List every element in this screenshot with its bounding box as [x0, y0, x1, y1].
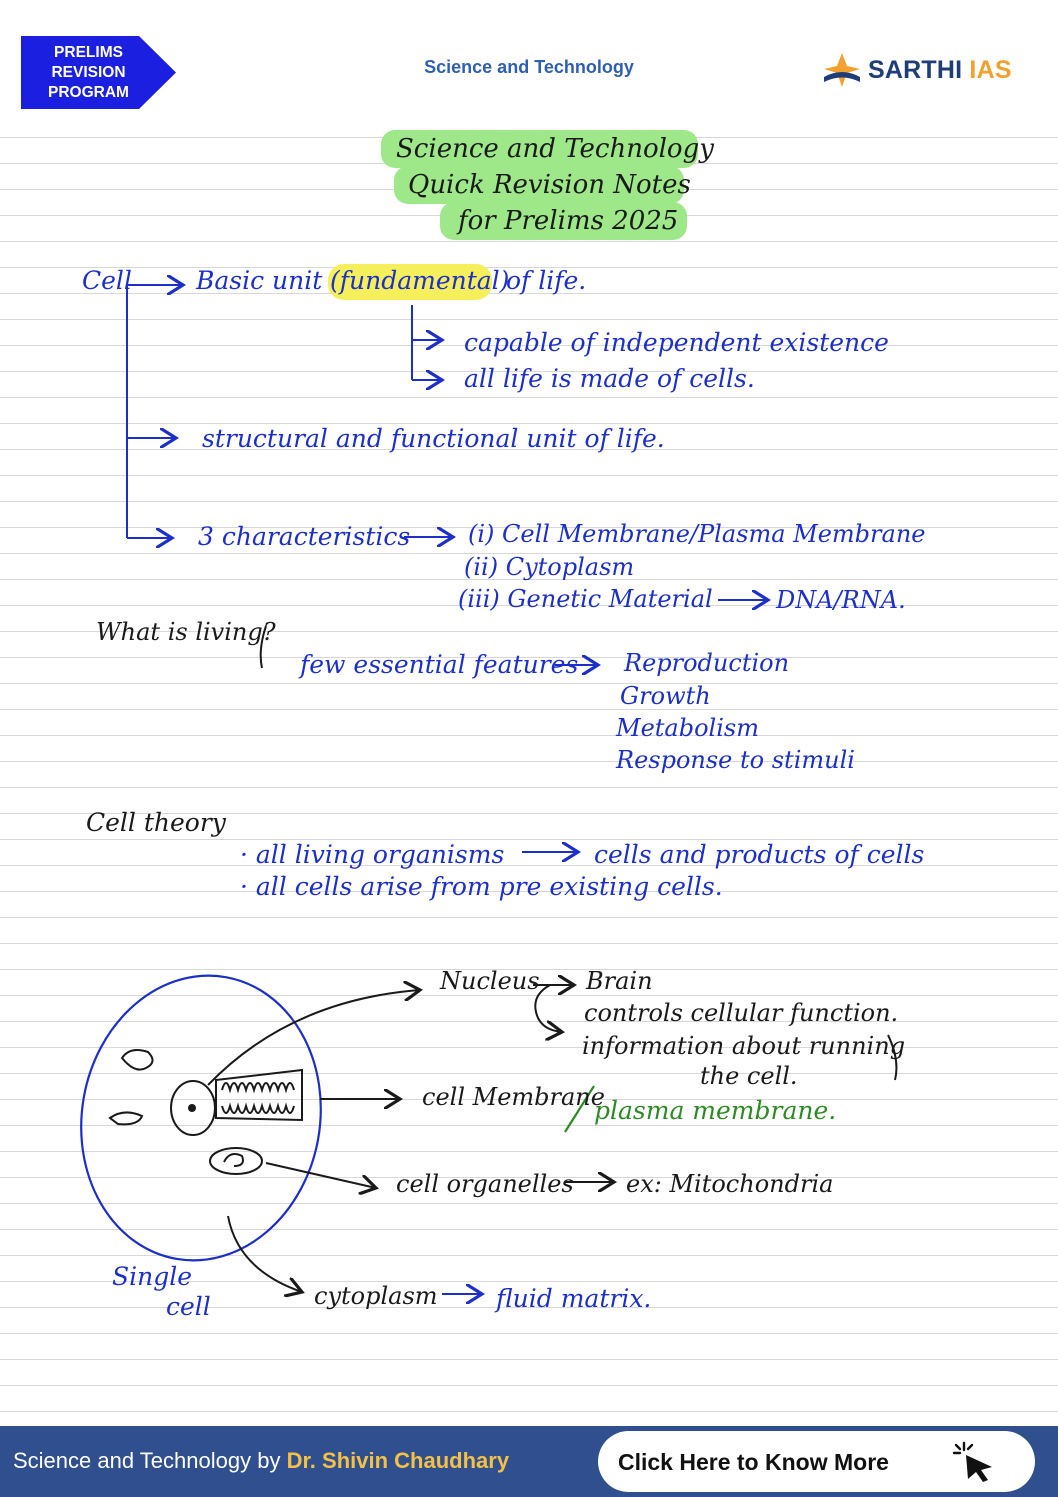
heading-highlight-1	[381, 130, 698, 168]
of-life-text: of life.	[506, 266, 587, 295]
footer-author-name: Dr. Shivin Chaudhary	[286, 1448, 510, 1473]
know-more-label: Click Here to Know More	[618, 1449, 889, 1475]
structural-unit-text: structural and functional unit of life.	[202, 424, 665, 453]
cell-theory-label: Cell theory	[86, 808, 226, 837]
feature-growth: Growth	[620, 682, 711, 710]
nucleus-the-cell: the cell.	[700, 1062, 798, 1090]
plasma-membrane-label: plasma membrane.	[594, 1096, 837, 1125]
notes-heading-line-2: Quick Revision Notes	[408, 170, 691, 200]
fundamental-highlight	[328, 264, 492, 300]
footer-credit-text: Science and Technology by	[13, 1448, 287, 1473]
footer-credit: Science and Technology by Dr. Shivin Cha…	[13, 1448, 509, 1474]
organelles-label: cell organelles	[396, 1170, 574, 1198]
characteristic-3: (iii) Genetic Material	[458, 585, 713, 613]
characteristic-2: (ii) Cytoplasm	[464, 553, 635, 581]
badge-text: PRELIMS REVISION PROGRAM	[21, 36, 156, 109]
nucleus-information: information about running	[582, 1032, 906, 1060]
what-is-living-label: What is living?	[96, 618, 276, 646]
essential-features-text: few essential features	[300, 650, 579, 679]
green-slash	[564, 1085, 595, 1133]
heading-highlight-3	[440, 202, 687, 240]
logo-text-ias: IAS	[969, 55, 1012, 84]
nucleus-controls: controls cellular function.	[584, 999, 899, 1027]
know-more-button[interactable]: Click Here to Know More	[598, 1431, 1035, 1492]
feature-response: Response to stimuli	[616, 746, 855, 774]
page-footer: Science and Technology by Dr. Shivin Cha…	[0, 1426, 1058, 1497]
notes-lines	[80, 0, 898, 1426]
logo-text: SARTHI IAS	[868, 56, 1012, 85]
notes-heading-line-1: Science and Technology	[396, 134, 714, 164]
page-header: PRELIMS REVISION PROGRAM Science and Tec…	[0, 0, 1058, 112]
fundamental-text: (fundamental)	[330, 266, 510, 295]
basic-unit-text: Basic unit	[196, 266, 323, 295]
mitochondria-example: ex: Mitochondria	[626, 1170, 834, 1198]
feature-metabolism: Metabolism	[616, 714, 759, 742]
badge-arrow-shape	[21, 36, 176, 109]
feature-reproduction: Reproduction	[624, 649, 790, 677]
independent-existence-text: capable of independent existence	[464, 328, 889, 357]
badge-line-2: REVISION	[51, 63, 126, 81]
cytoplasm-label: cytoplasm	[314, 1282, 438, 1310]
heading-highlight-2	[394, 166, 684, 204]
notes-heading-line-3: for Prelims 2025	[458, 206, 679, 236]
nucleus-brain: Brain	[586, 967, 653, 995]
logo-star-icon	[824, 53, 860, 87]
fluid-matrix-text: fluid matrix.	[496, 1284, 652, 1313]
cell-label: Cell	[82, 266, 132, 295]
handwritten-notes: Science and Technology Quick Revision No…	[80, 0, 926, 1426]
nucleus-label: Nucleus	[440, 967, 540, 995]
ruled-paper	[0, 112, 1058, 1426]
badge-line-1: PRELIMS	[54, 43, 123, 61]
badge-line-3: PROGRAM	[48, 83, 129, 101]
cell-diagram	[80, 974, 322, 1262]
cell-membrane-label: cell Membrane	[422, 1083, 605, 1111]
theory-point-1: · all living organisms	[240, 840, 505, 869]
characteristic-1: (i) Cell Membrane/Plasma Membrane	[468, 520, 926, 548]
header-title: Science and Technology	[424, 57, 634, 77]
dna-rna-text: DNA/RNA.	[776, 586, 906, 614]
single-cell-label-1: Single	[112, 1262, 193, 1291]
characteristics-label: 3 characteristics	[198, 522, 411, 551]
logo-text-sarthi: SARTHI	[868, 55, 963, 84]
sarthi-logo[interactable]: SARTHI IAS	[822, 50, 1012, 90]
made-of-cells-text: all life is made of cells.	[464, 364, 755, 393]
prelims-badge: PRELIMS REVISION PROGRAM	[21, 36, 176, 109]
single-cell-label-2: cell	[166, 1292, 211, 1321]
theory-point-1-result: cells and products of cells	[594, 840, 925, 869]
theory-point-2: · all cells arise from pre existing cell…	[240, 872, 723, 901]
click-cursor-icon	[952, 1441, 992, 1482]
